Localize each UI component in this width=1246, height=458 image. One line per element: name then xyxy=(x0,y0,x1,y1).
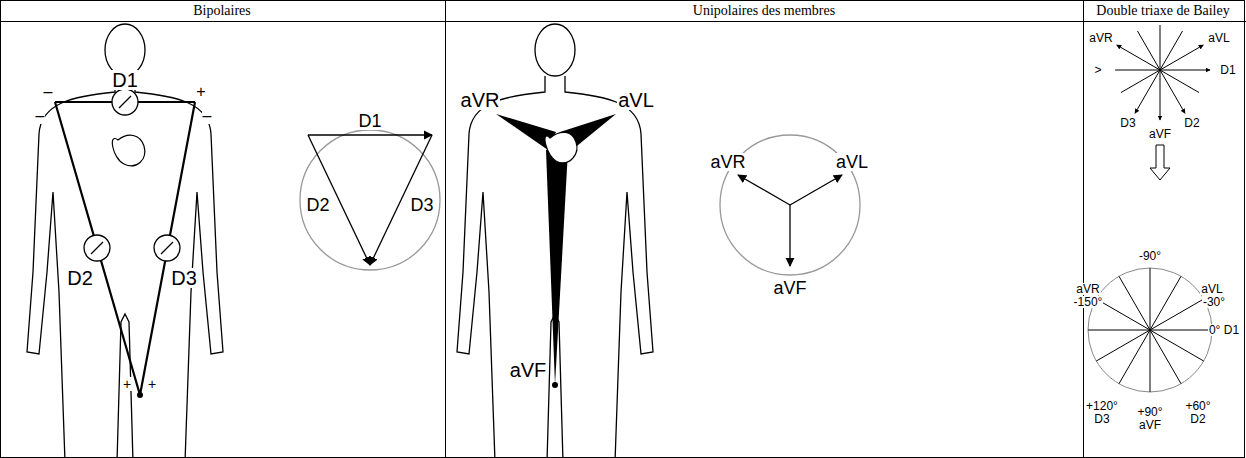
lead-name: D1 xyxy=(357,112,382,130)
lead-name: D2 xyxy=(66,268,94,288)
polarity-sign: – xyxy=(43,84,54,100)
lead-name: D3 xyxy=(409,196,434,214)
lead-name: aVR xyxy=(1075,283,1100,295)
lead-name: D2 xyxy=(1189,413,1206,425)
polarity-sign: + xyxy=(122,377,132,391)
axis-line xyxy=(1096,330,1150,361)
angle-value: -150° xyxy=(1073,296,1104,308)
galvanometer-symbol xyxy=(84,89,180,261)
lead-name: D1 xyxy=(111,70,139,90)
body-outline xyxy=(27,24,223,458)
column-header: Double triaxe de Bailey xyxy=(1095,4,1230,18)
angle-value: +60° xyxy=(1184,400,1211,412)
axis-line xyxy=(1160,25,1161,70)
lead-name: D1 xyxy=(1219,64,1236,76)
polarity-sign: – xyxy=(35,108,46,124)
axis-line xyxy=(1160,70,1161,120)
column-header: Unipolaires des membres xyxy=(692,4,836,18)
axis-line xyxy=(1160,45,1203,70)
lead-name: D2 xyxy=(305,196,330,214)
axis-line xyxy=(1150,330,1181,384)
angle-value: +90° xyxy=(1136,406,1163,418)
axis-line xyxy=(1150,330,1151,392)
lead-name: aVL xyxy=(835,153,869,171)
lead-name: aVF xyxy=(772,279,807,297)
lead-name: aVL xyxy=(617,90,655,110)
lead-name: aVF xyxy=(509,360,548,380)
lead-name: aVL xyxy=(1207,32,1230,44)
axis-line xyxy=(1160,70,1199,93)
lead-name: D3 xyxy=(1093,413,1110,425)
lead-name: aVR xyxy=(1088,32,1113,44)
axis-line xyxy=(1138,31,1161,70)
angle-value: +120° xyxy=(1085,400,1119,412)
axis-line xyxy=(1150,299,1204,330)
axis-line xyxy=(1115,70,1160,71)
lead-name: aVL xyxy=(1200,283,1223,295)
double-triaxis xyxy=(1115,25,1210,120)
angle-value: -30° xyxy=(1202,296,1226,308)
angle-value: 0° D1 xyxy=(1208,324,1240,336)
column-header: Bipolaires xyxy=(192,4,252,18)
lead-name: aVR xyxy=(460,90,501,110)
axis-line xyxy=(1121,70,1160,93)
axis-line xyxy=(1150,330,1204,361)
axis-line xyxy=(1119,330,1150,384)
hexaxial-circle xyxy=(1088,268,1212,392)
lead-name: D2 xyxy=(1183,117,1200,129)
axis-line xyxy=(1160,70,1210,71)
axis-line xyxy=(1160,31,1183,70)
axis-line xyxy=(1135,70,1160,113)
axis-line xyxy=(1096,299,1150,330)
polarity-sign: + xyxy=(195,84,206,100)
axis-line xyxy=(1150,268,1151,330)
axis-line xyxy=(1088,330,1150,331)
angle-value: -90° xyxy=(1138,250,1162,262)
lead-name: aVF xyxy=(1138,419,1162,431)
symbol: > xyxy=(1093,64,1102,76)
polarity-sign: – xyxy=(202,108,213,124)
einthoven-triangle xyxy=(300,130,440,270)
axis-line xyxy=(1119,276,1150,330)
lead-name: aVF xyxy=(1148,128,1172,140)
axis-line xyxy=(1150,330,1212,331)
axis-line xyxy=(1160,70,1185,113)
polarity-sign: + xyxy=(147,377,157,391)
axis-line xyxy=(1150,276,1181,330)
lead-name: D3 xyxy=(170,268,198,288)
axis-line xyxy=(1117,45,1160,70)
hollow-arrow xyxy=(1150,145,1170,180)
lead-name: D3 xyxy=(1119,117,1136,129)
lead-name: aVR xyxy=(709,153,746,171)
